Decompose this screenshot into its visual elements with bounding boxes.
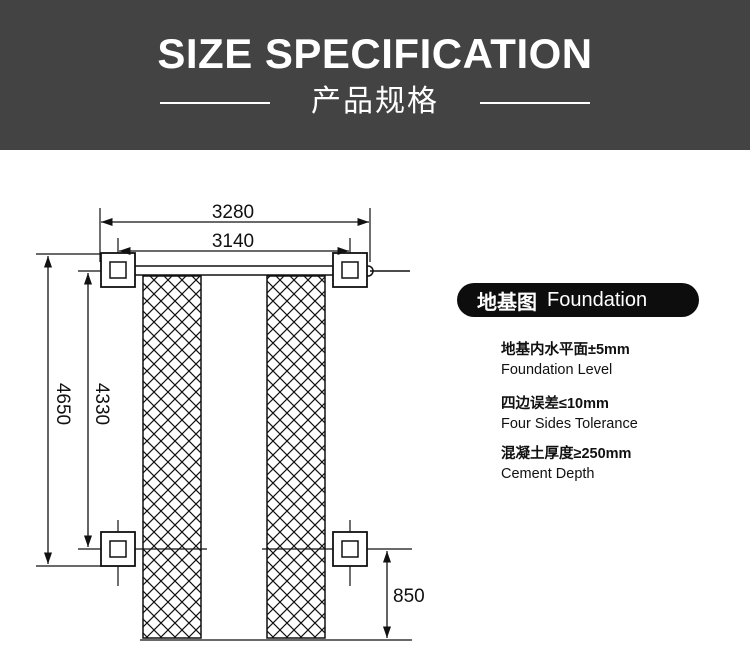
subtitle-row: 产品规格 — [0, 82, 750, 122]
dim-4330-label: 4330 — [91, 383, 112, 425]
spec-zh: 混凝土厚度≥250mm — [501, 446, 632, 462]
post-plate-top-left — [100, 252, 136, 288]
header-banner: SIZE SPECIFICATION 产品规格 — [0, 0, 750, 150]
spec-foundation-level: 地基内水平面±5mm Foundation Level — [501, 340, 721, 380]
foundation-drawing: 3280 3140 4650 4330 850 — [36, 202, 425, 641]
foundation-label-pill: 地基图 Foundation — [457, 283, 699, 317]
extension-lines — [36, 208, 412, 641]
trench-right — [266, 275, 326, 639]
spec-four-sides-tolerance: 四边误差≤10mm Four Sides Tolerance — [501, 394, 721, 434]
top-beam — [118, 265, 410, 277]
spec-en: Foundation Level — [501, 362, 613, 378]
spec-en: Four Sides Tolerance — [501, 416, 638, 432]
spec-zh: 地基内水平面±5mm — [501, 342, 630, 358]
post-plate-bottom-right — [332, 531, 368, 567]
foundation-label-zh: 地基图 — [477, 291, 537, 314]
post-plate-bottom-left — [100, 531, 136, 567]
dimension-lines — [43, 217, 392, 638]
post-plate-top-right — [332, 252, 368, 288]
subtitle-divider-right — [480, 102, 590, 104]
dim-3280-label: 3280 — [212, 202, 254, 223]
spec-cement-depth: 混凝土厚度≥250mm Cement Depth — [501, 444, 721, 484]
spec-en: Cement Depth — [501, 466, 595, 482]
foundation-label-en: Foundation — [547, 288, 648, 311]
dim-3140-label: 3140 — [212, 231, 254, 252]
dim-4650-label: 4650 — [52, 383, 73, 425]
page-title: SIZE SPECIFICATION — [157, 30, 593, 77]
spec-zh: 四边误差≤10mm — [501, 396, 609, 412]
page-subtitle: 产品规格 — [311, 85, 439, 118]
trench-left — [142, 275, 202, 639]
dim-850-label: 850 — [393, 586, 425, 607]
subtitle-divider-left — [160, 102, 270, 104]
